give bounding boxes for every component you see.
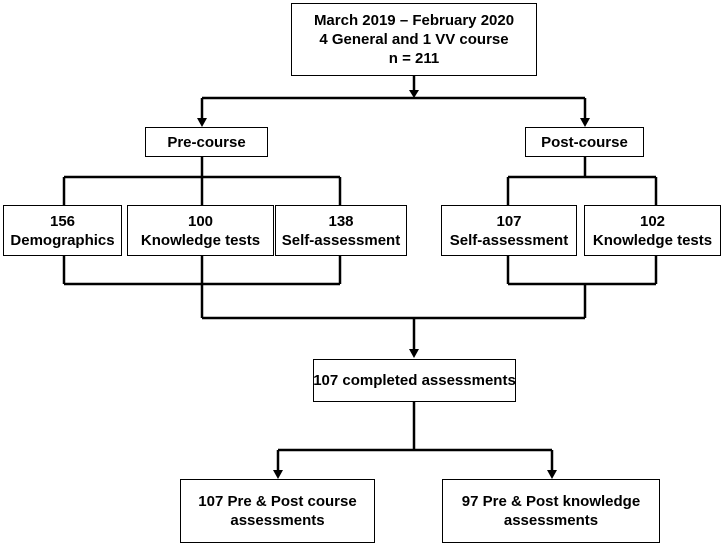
pre-knowledge-count: 100 [187, 212, 214, 230]
pre-self-assessment-label: Self-assessment [281, 231, 401, 249]
pre-demographics-label: Demographics [10, 231, 115, 249]
final-course-line1: 107 Pre & Post course [198, 493, 357, 510]
arrowhead-completed [409, 349, 419, 358]
cohort-period: March 2019 – February 2020 [313, 12, 515, 29]
post-knowledge-box: 102 Knowledge tests [584, 205, 721, 256]
post-knowledge-label: Knowledge tests [592, 231, 713, 249]
post-knowledge-count: 102 [639, 212, 666, 230]
pre-self-assessment-count: 138 [328, 212, 354, 230]
pre-demographics-count: 156 [49, 212, 76, 230]
arrowhead-pre-course [197, 118, 207, 127]
final-course-line2: assessments [230, 512, 325, 529]
pre-self-assessment-box: 138 Self-assessment [275, 205, 407, 256]
final-knowledge-box: 97 Pre & Post knowledge assessments [442, 479, 660, 543]
pre-demographics-box: 156 Demographics [3, 205, 122, 256]
arrowhead-final-course [273, 470, 283, 479]
arrowhead-post-course [580, 118, 590, 127]
arrowhead-top [409, 90, 419, 98]
cohort-n: n = 211 [388, 50, 440, 67]
pre-knowledge-box: 100 Knowledge tests [127, 205, 274, 256]
completed-assessments-label: 107 completed assessments [313, 372, 516, 389]
post-self-assessment-box: 107 Self-assessment [441, 205, 577, 256]
final-knowledge-line2: assessments [503, 512, 599, 529]
post-self-assessment-count: 107 [496, 212, 522, 230]
post-course-label: Post-course [541, 133, 628, 151]
pre-course-box: Pre-course [145, 127, 268, 157]
final-course-box: 107 Pre & Post course assessments [180, 479, 375, 543]
arrowhead-final-knowledge [547, 470, 557, 479]
cohort-courses: 4 General and 1 VV course [319, 31, 509, 48]
final-knowledge-line1: 97 Pre & Post knowledge [461, 493, 641, 510]
pre-course-label: Pre-course [167, 133, 246, 151]
post-course-box: Post-course [525, 127, 644, 157]
post-self-assessment-label: Self-assessment [449, 231, 569, 249]
cohort-box: March 2019 – February 2020 4 General and… [291, 3, 537, 76]
completed-assessments-box: 107 completed assessments [313, 359, 516, 402]
pre-knowledge-label: Knowledge tests [140, 231, 261, 249]
